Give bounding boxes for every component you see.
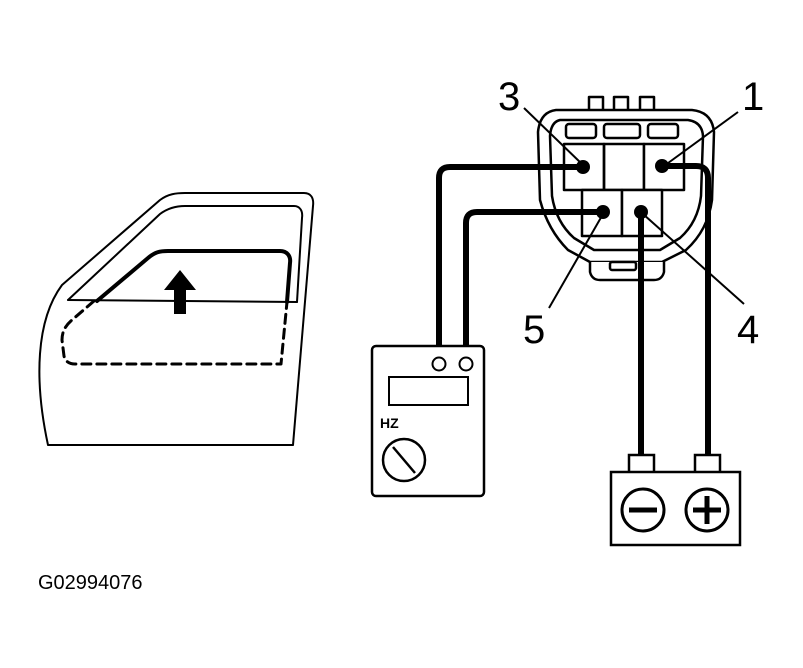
tester-body bbox=[370, 344, 486, 498]
door-outline bbox=[38, 192, 315, 446]
wire-pin1-to-battery-positive bbox=[659, 163, 711, 461]
tester-dial-pointer bbox=[392, 446, 416, 474]
tester-jack-right bbox=[458, 356, 474, 372]
leader-pin-3 bbox=[523, 107, 584, 166]
tester-dial bbox=[381, 437, 427, 483]
connector-cavity-top-mid bbox=[602, 122, 642, 140]
tester-display bbox=[388, 376, 469, 406]
battery-negative-post bbox=[627, 453, 656, 475]
battery bbox=[609, 453, 742, 547]
figure-code: G02994076 bbox=[38, 572, 143, 594]
leader-pin-1 bbox=[663, 111, 739, 167]
leader-pin-5 bbox=[548, 213, 604, 309]
connector-cavity-top-left bbox=[564, 122, 598, 140]
pin-3-label: 3 bbox=[498, 75, 520, 119]
window-glass bbox=[95, 249, 293, 304]
connector-housing-inner bbox=[548, 118, 705, 252]
wire-pin3-to-tester bbox=[436, 164, 586, 359]
wires bbox=[436, 163, 711, 461]
pin-5-label: 5 bbox=[523, 308, 545, 352]
window-lowered-dashed bbox=[60, 299, 289, 366]
tester-unit-label: HZ bbox=[380, 415, 399, 431]
tester-jack-left bbox=[431, 356, 447, 372]
window-frame bbox=[67, 205, 304, 303]
car-door bbox=[38, 192, 315, 446]
leader-pin-4 bbox=[642, 213, 745, 305]
pin-4-label: 4 bbox=[737, 308, 759, 352]
connector-latch-slot bbox=[608, 260, 638, 272]
battery-positive-post bbox=[693, 453, 722, 475]
connector-cavity-top-right bbox=[646, 122, 680, 140]
leader-lines bbox=[523, 107, 745, 309]
pin-1-label: 1 bbox=[742, 75, 764, 119]
arrow-up-icon bbox=[164, 270, 196, 314]
frequency-tester bbox=[370, 344, 486, 498]
wire-pin5-to-tester bbox=[463, 209, 606, 359]
